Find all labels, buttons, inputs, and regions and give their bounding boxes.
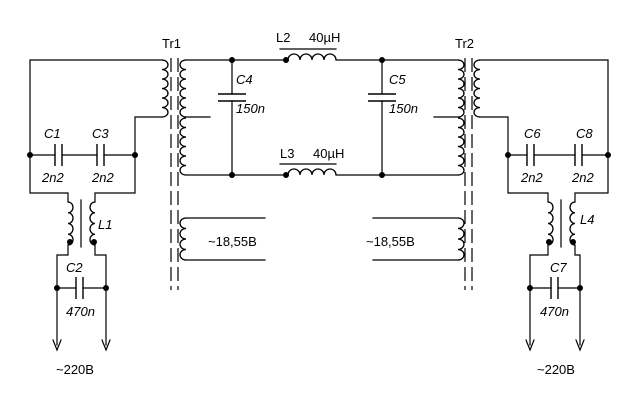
tr1-aux-winding: [179, 217, 187, 261]
l1-winding-b: [89, 201, 96, 246]
label-c3-value: 2n2: [91, 170, 114, 185]
label-c2: C2: [66, 260, 83, 275]
label-c6: C6: [524, 126, 541, 141]
l4-winding-b: [569, 201, 576, 246]
label-tr2: Tr2: [455, 36, 474, 51]
capacitor-c6: [526, 144, 535, 166]
label-l3-value: 40µH: [313, 146, 344, 161]
label-l1: L1: [98, 217, 112, 232]
capacitor-c3: [96, 144, 105, 166]
tr2-primary-winding: [473, 59, 481, 118]
center-filter-network: [185, 48, 459, 176]
label-mains-left: ~220В: [56, 362, 94, 377]
transformer-tr2: [372, 58, 481, 290]
tr1-secondary-winding-top: [179, 59, 187, 118]
arrow-down-icon: [525, 339, 535, 352]
label-c1: C1: [44, 126, 61, 141]
capacitor-c5: [368, 93, 396, 102]
label-c3: C3: [92, 126, 109, 141]
label-c8: C8: [576, 126, 593, 141]
l3-inductor: [287, 168, 337, 176]
label-mains-right: ~220В: [537, 362, 575, 377]
capacitor-c8: [574, 144, 583, 166]
label-l2: L2: [276, 30, 290, 45]
label-l2-value: 40µH: [309, 30, 340, 45]
capacitor-c4: [218, 93, 246, 102]
label-c8-value: 2n2: [571, 170, 594, 185]
arrow-down-icon: [101, 339, 111, 352]
tr1-primary-winding: [161, 59, 169, 118]
label-c4: C4: [236, 72, 253, 87]
l2-inductor: [287, 53, 337, 61]
label-c1-value: 2n2: [41, 170, 64, 185]
label-c2-value: 470n: [66, 304, 95, 319]
arrow-down-icon: [52, 339, 62, 352]
choke-l1: [67, 199, 96, 248]
tr2-aux-winding: [457, 217, 465, 261]
transformer-tr1: [161, 58, 266, 290]
tr2-secondary-winding-top: [457, 59, 465, 118]
arrow-down-icon: [575, 339, 585, 352]
label-c7-value: 470n: [540, 304, 569, 319]
mains-terminals-right: [525, 339, 585, 352]
label-l4: L4: [580, 212, 594, 227]
label-secondary-voltage-right: ~18,55В: [366, 234, 415, 249]
label-l3: L3: [280, 146, 294, 161]
label-secondary-voltage-left: ~18,55В: [208, 234, 257, 249]
label-c5: C5: [389, 72, 406, 87]
l4-winding-a: [547, 201, 554, 246]
capacitor-c2: [75, 277, 84, 299]
junction-dots: [27, 57, 611, 291]
l1-winding-a: [67, 201, 74, 246]
capacitor-c7: [550, 277, 559, 299]
capacitor-c1: [54, 144, 63, 166]
label-c4-value: 150n: [236, 101, 265, 116]
tr1-secondary-winding-bottom: [179, 117, 187, 176]
mains-terminals-left: [52, 339, 111, 352]
tr2-secondary-winding-bottom: [457, 117, 465, 176]
label-tr1: Tr1: [162, 36, 181, 51]
label-c5-value: 150n: [389, 101, 418, 116]
label-c7: C7: [550, 260, 567, 275]
polarity-dots: [67, 57, 576, 245]
right-primary-network: [479, 59, 609, 346]
left-primary-network: [29, 59, 163, 346]
choke-l4: [547, 199, 576, 248]
label-c6-value: 2n2: [520, 170, 543, 185]
